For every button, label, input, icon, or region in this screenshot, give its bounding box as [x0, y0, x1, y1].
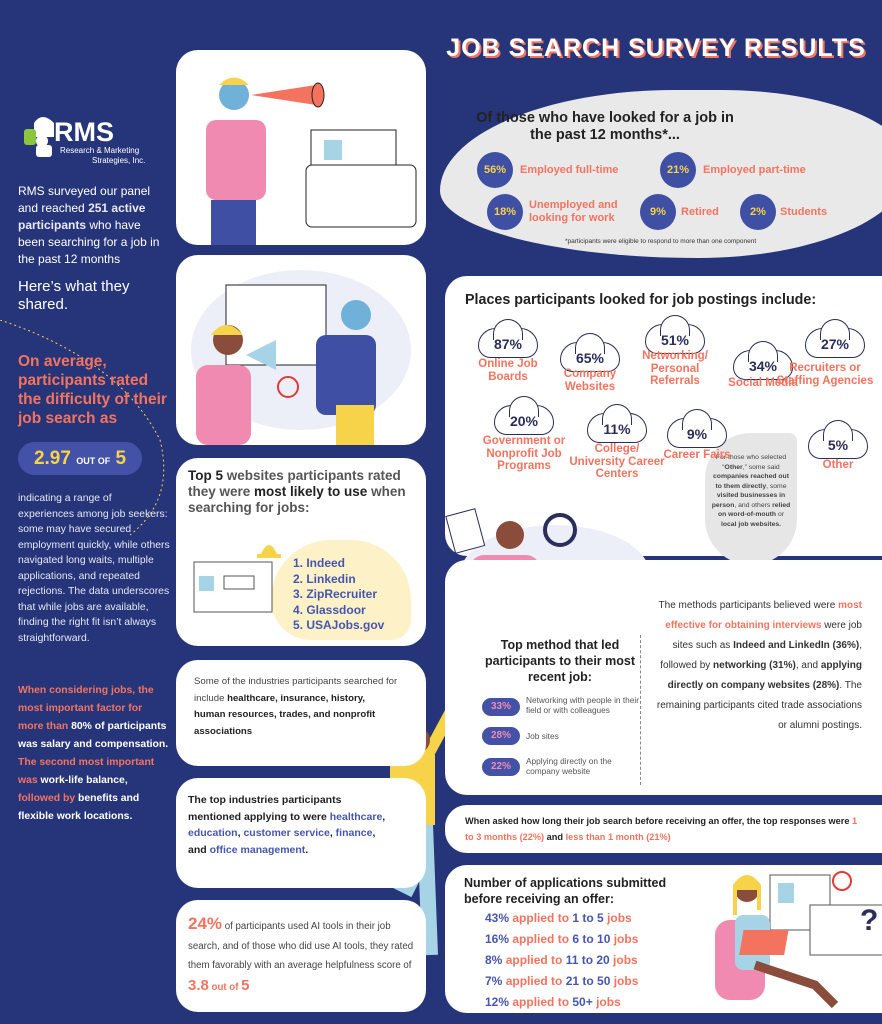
- top-method-item: 22%Applying directly on the company webs…: [482, 756, 642, 776]
- application-item: 12% applied to 50+ jobs: [485, 995, 621, 1009]
- telescope-illustration-card: [176, 50, 426, 245]
- websites-card: Top 5 websites participants rated they w…: [176, 458, 426, 646]
- application-item: 8% applied to 11 to 20 jobs: [485, 953, 638, 967]
- methods-card: [445, 560, 882, 795]
- cloud-badge: 65%: [560, 333, 620, 372]
- website-item: 4. Glassdoor: [293, 602, 366, 617]
- target-icon: [832, 871, 852, 891]
- ai-text: 24% of participants used AI tools in the…: [188, 914, 414, 994]
- website-item: 1. Indeed: [293, 556, 346, 570]
- puzzle-people-icon: RMS Research & Marketing Strategies, Inc…: [24, 117, 145, 165]
- megaphone-illustration-card: [176, 255, 426, 445]
- place-label: Other: [822, 459, 854, 471]
- status-pct: 56%: [477, 152, 513, 188]
- website-item: 3. ZipRecruiter: [293, 587, 378, 601]
- shared-text: Here’s what they shared.: [18, 278, 130, 313]
- place-label: Career Fairs: [663, 449, 731, 461]
- applications-heading: Number of applications submitted before …: [464, 876, 667, 906]
- svg-text:Research & Marketing: Research & Marketing: [60, 146, 139, 155]
- place-label: Recruiters or Staffing Agencies: [776, 362, 874, 387]
- status-pct: 21%: [660, 152, 696, 188]
- intro-text: RMS surveyed our panel and reached 251 a…: [18, 184, 160, 266]
- place-label: Online Job Boards: [478, 358, 538, 383]
- status-label: Unemployed and looking for work: [529, 199, 618, 224]
- top-method-heading: Top method that led participants to thei…: [484, 638, 636, 684]
- status-label: Retired: [681, 206, 719, 218]
- cloud-badge: 9%: [667, 409, 727, 448]
- cloud-badge: 27%: [805, 319, 865, 358]
- cloud-badge: 51%: [645, 315, 705, 354]
- blob-decoration: [271, 540, 411, 640]
- logo-mark: RMS: [54, 117, 114, 147]
- industries-searched-card: Some of the industries participants sear…: [176, 660, 426, 766]
- difficulty-body: indicating a range of experiences among …: [18, 493, 170, 644]
- ai-card: 24% of participants used AI tools in the…: [176, 900, 426, 1012]
- application-item: 43% applied to 1 to 5 jobs: [485, 911, 632, 925]
- status-label: Students: [780, 206, 828, 218]
- status-pct: 18%: [487, 194, 523, 230]
- svg-text:Strategies, Inc.: Strategies, Inc.: [92, 156, 145, 165]
- website-item: 2. Linkedin: [293, 571, 356, 586]
- person-with-telescope-illustration: [206, 77, 417, 245]
- top-method-item: 28%Job sites: [482, 727, 559, 745]
- difficulty-score-badge: 2.97 OUT OF 5: [18, 442, 142, 475]
- place-label: Social Media: [728, 377, 798, 389]
- website-item: 5. USAJobs.gov: [293, 618, 385, 632]
- applications-card: ? Number of applications submitted befor…: [445, 865, 882, 1013]
- factors-text: When considering jobs, the most importan…: [18, 685, 169, 822]
- status-label: Employed part-time: [703, 164, 806, 176]
- woman-with-laptop-illustration: ?: [715, 871, 882, 1009]
- top-method-item: 33%Networking with people in their field…: [482, 695, 642, 716]
- duration-text: When asked how long their job search bef…: [465, 816, 858, 842]
- status-pct: 2%: [740, 194, 776, 230]
- cloud-badge: 87%: [478, 319, 538, 358]
- industries-searched-text: Some of the industries participants sear…: [194, 676, 398, 737]
- cloud-badge: 20%: [494, 396, 554, 435]
- cloud-badge: 11%: [587, 404, 647, 443]
- rms-logo: RMS Research & Marketing Strategies, Inc…: [20, 105, 160, 165]
- browser-window-illustration: [193, 545, 281, 613]
- application-item: 16% applied to 6 to 10 jobs: [485, 932, 639, 946]
- duration-card: When asked how long their job search bef…: [445, 805, 882, 853]
- people-with-megaphone-illustration: [191, 270, 411, 445]
- industries-applied-text: The top industries participants mentione…: [188, 794, 386, 857]
- places-heading: Places participants looked for job posti…: [465, 292, 817, 308]
- websites-heading: Top 5 websites participants rated they w…: [188, 468, 406, 515]
- page-title: JOB SEARCH SURVEY RESULTS: [446, 34, 866, 62]
- bell-icon: [257, 545, 281, 558]
- other-note-bubble: For those who selected “Other,” some sai…: [705, 433, 797, 565]
- place-label: Networking/ Personal Referrals: [642, 350, 708, 387]
- status-pct: 9%: [640, 194, 676, 230]
- place-label: Government or Nonprofit Job Programs: [482, 435, 566, 472]
- application-item: 7% applied to 21 to 50 jobs: [485, 974, 639, 988]
- cloud-badge: 5%: [808, 420, 868, 459]
- divider: [640, 635, 641, 785]
- status-label: Employed full-time: [520, 164, 619, 176]
- question-mark-icon: ?: [860, 904, 878, 937]
- applications-list: 43% applied to 1 to 5 jobs 16% applied t…: [485, 908, 638, 1013]
- difficulty-heading: On average, participants rated the diffi…: [18, 353, 167, 427]
- cloud-badge: 34%: [733, 341, 793, 380]
- place-label: Company Websites: [563, 368, 617, 393]
- status-heading: Of those who have looked for a job in th…: [476, 110, 734, 143]
- left-column: RMS surveyed our panel and reached 251 a…: [18, 183, 170, 826]
- industries-applied-card: The top industries participants mentione…: [176, 778, 426, 888]
- place-label: College/ University Career Centers: [569, 443, 665, 480]
- effective-methods-text: The methods participants believed were m…: [656, 600, 862, 731]
- status-footnote: *participants were eligible to respond t…: [565, 238, 757, 245]
